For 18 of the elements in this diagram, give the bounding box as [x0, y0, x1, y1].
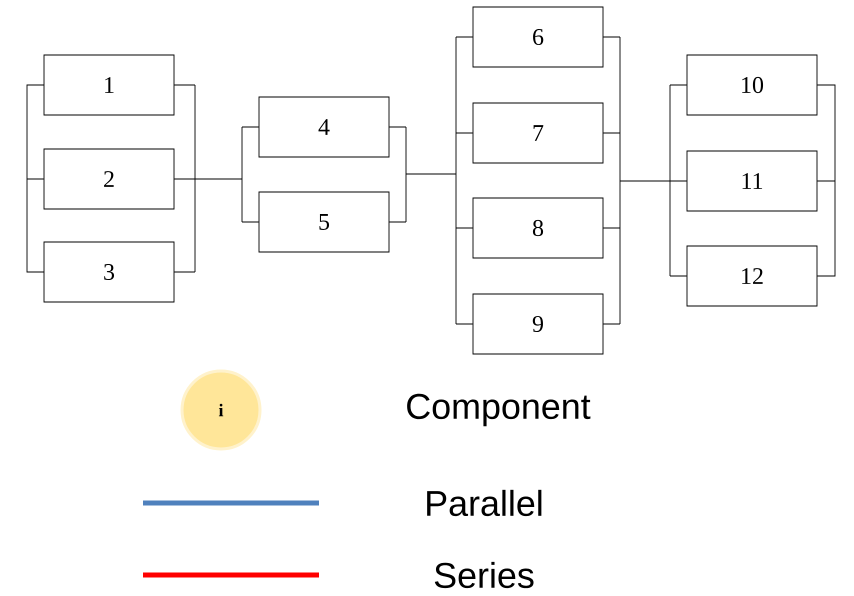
component-box: 2 [44, 148, 174, 210]
legend-text: Component [407, 394, 590, 426]
component-box: 5 [258, 192, 390, 252]
connector-line [603, 36, 687, 324]
component-box: 11 [686, 150, 818, 212]
component-box: 12 [686, 246, 818, 306]
component-box: 10 [686, 54, 818, 116]
connector-line [174, 84, 259, 272]
legend-text: Series [434, 562, 534, 588]
component-box: 4 [258, 96, 390, 158]
component-box: 1 [44, 54, 174, 116]
legend-text: Parallel [427, 490, 542, 516]
component-box: 9 [472, 294, 604, 354]
component-box: 7 [472, 102, 604, 164]
component-box: 3 [44, 242, 174, 302]
connector-line [389, 36, 473, 324]
component-box: 6 [472, 6, 604, 68]
component-box: 8 [472, 198, 604, 258]
